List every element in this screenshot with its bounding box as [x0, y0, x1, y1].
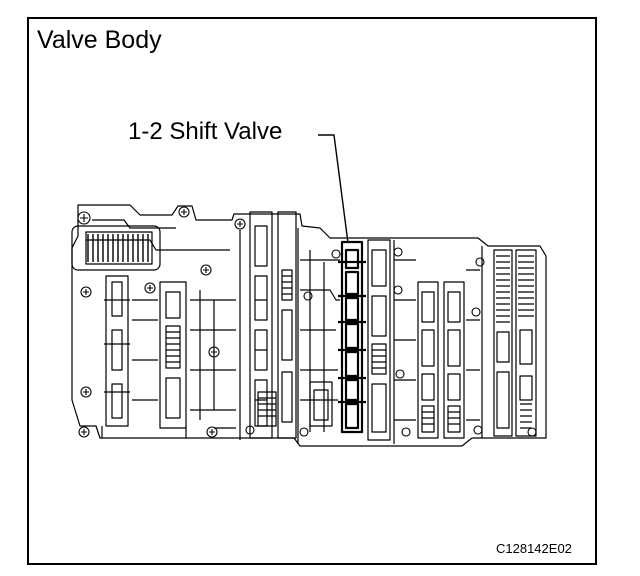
- 1-2-shift-valve: [338, 240, 366, 434]
- left-spring-housing: [71, 225, 161, 271]
- valve-body-outline: [71, 204, 547, 447]
- bolt-holes: [77, 206, 537, 438]
- callout-leader-line: [318, 134, 349, 244]
- figure-code: C128142E02: [496, 541, 572, 556]
- callout-label: 1-2 Shift Valve: [128, 118, 283, 145]
- figure-title: Valve Body: [37, 26, 162, 54]
